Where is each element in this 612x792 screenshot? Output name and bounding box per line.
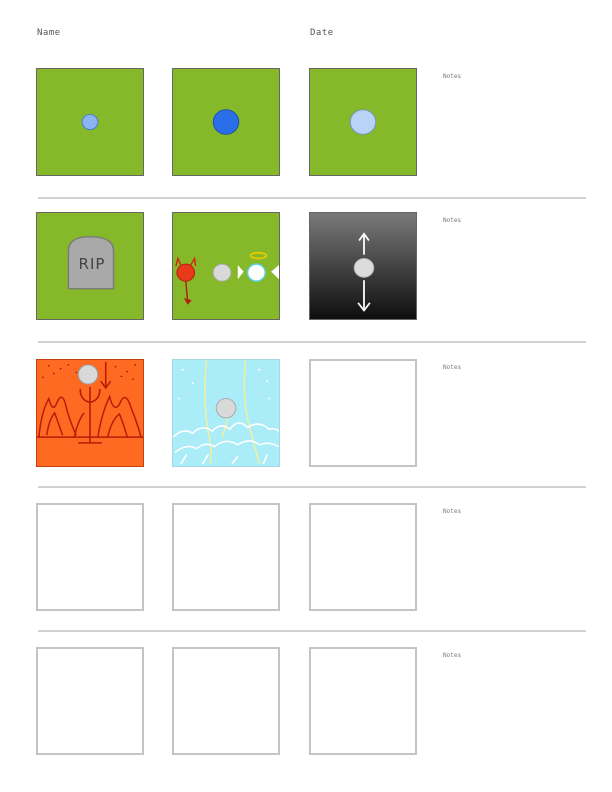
arrow-down-icon [357,280,371,312]
notes-label: Notes [443,364,462,371]
soul-dot [77,364,99,385]
panel-4-1[interactable] [36,503,144,611]
storyboard-row-3: Notes [0,359,612,503]
soul-dot [353,257,375,278]
tombstone-text: RIP [78,255,106,273]
name-label: Name [37,28,61,38]
notes-label: Notes [443,652,462,659]
soul-dot [215,398,237,419]
panel-3-1 [36,359,144,467]
row-divider [38,630,586,632]
angel-icon [237,251,279,282]
panel-3-3[interactable] [309,359,417,467]
panel-5-2[interactable] [172,647,280,755]
soul-dot [81,113,99,131]
panel-2-2 [172,212,280,320]
arrow-up-icon [358,232,370,255]
panel-1-2 [172,68,280,176]
row-divider [38,341,586,343]
clouds-icon [173,422,279,465]
soul-dot [212,263,232,282]
row-divider [38,197,586,199]
panel-1-3 [309,68,417,176]
panel-2-1: RIP [36,212,144,320]
devil-icon [175,256,197,305]
arrow-down-icon [100,361,112,390]
panel-5-1[interactable] [36,647,144,755]
soul-dot [212,109,240,135]
storyboard-row-1: Notes [0,68,612,212]
panel-2-3 [309,212,417,320]
storyboard-row-5: Notes [0,647,612,791]
panel-1-1 [36,68,144,176]
panel-4-3[interactable] [309,503,417,611]
panel-4-2[interactable] [172,503,280,611]
notes-label: Notes [443,508,462,515]
panel-5-3[interactable] [309,647,417,755]
notes-label: Notes [443,73,462,80]
tombstone-icon [67,235,115,290]
storyboard-row-2: RIP [0,212,612,356]
trident-icon [78,386,102,444]
notes-label: Notes [443,217,462,224]
date-label: Date [310,28,334,38]
soul-dot [349,109,377,135]
panel-3-2 [172,359,280,467]
row-divider [38,486,586,488]
storyboard-row-4: Notes [0,503,612,647]
